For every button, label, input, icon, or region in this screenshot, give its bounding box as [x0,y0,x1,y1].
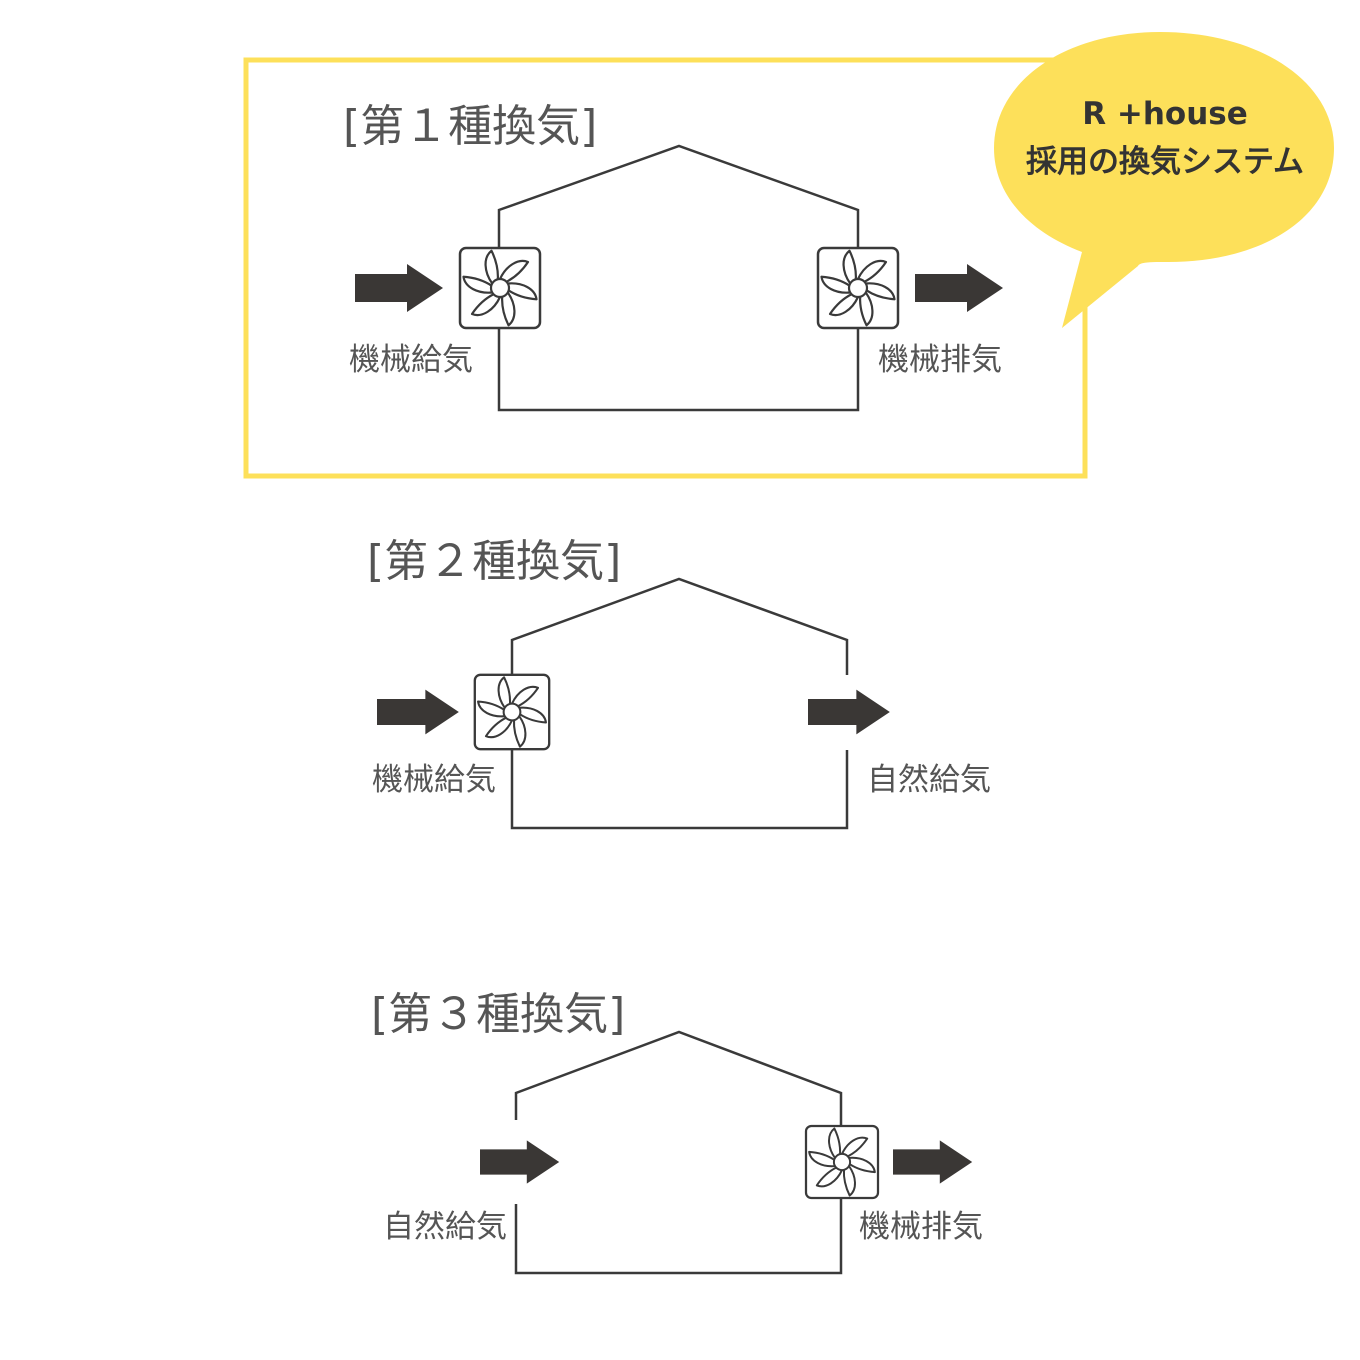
type2-title: [第２種換気] [367,536,621,587]
type2-inflow-arrow-icon [377,689,459,735]
bubble-line-2: 採用の換気システム [1026,144,1304,180]
type1-supply-fan-icon [460,248,540,328]
bubble-line-1: R +house [1082,96,1248,132]
type1-title: [第１種換気] [343,101,597,152]
type2-supply-fan-icon [475,675,549,749]
type3-diagram: [第３種換気] 自然給気 機械排気 [371,989,983,1275]
type2-left-label: 機械給気 [372,762,496,798]
type1-diagram: [第１種換気] 機械給気 機械排気 [343,101,1003,412]
type1-left-label: 機械給気 [349,342,473,378]
type1-outflow-arrow-icon [915,264,1003,312]
type3-right-label: 機械排気 [859,1209,983,1245]
type3-left-label: 自然給気 [383,1209,507,1245]
type2-right-label: 自然給気 [867,762,991,798]
type3-outflow-arrow-icon [893,1140,973,1184]
type1-exhaust-fan-icon [818,248,898,328]
type3-house-outline [514,1030,843,1126]
type2-house-outline [510,577,849,675]
type3-inflow-arrow-icon [480,1140,560,1184]
type2-diagram: [第２種換気] 機械給気 自然給気 [367,536,991,830]
type3-house-base [514,1198,843,1275]
speech-bubble: R +house 採用の換気システム [994,32,1334,328]
type2-house-base [510,750,849,830]
type1-right-label: 機械排気 [878,342,1002,378]
type1-house-outline [497,144,860,248]
type2-outflow-arrow-icon [808,689,890,735]
type1-inflow-arrow-icon [355,264,443,312]
type3-title: [第３種換気] [371,989,625,1040]
type1-house-base [497,328,860,412]
type3-exhaust-fan-icon [806,1126,878,1198]
